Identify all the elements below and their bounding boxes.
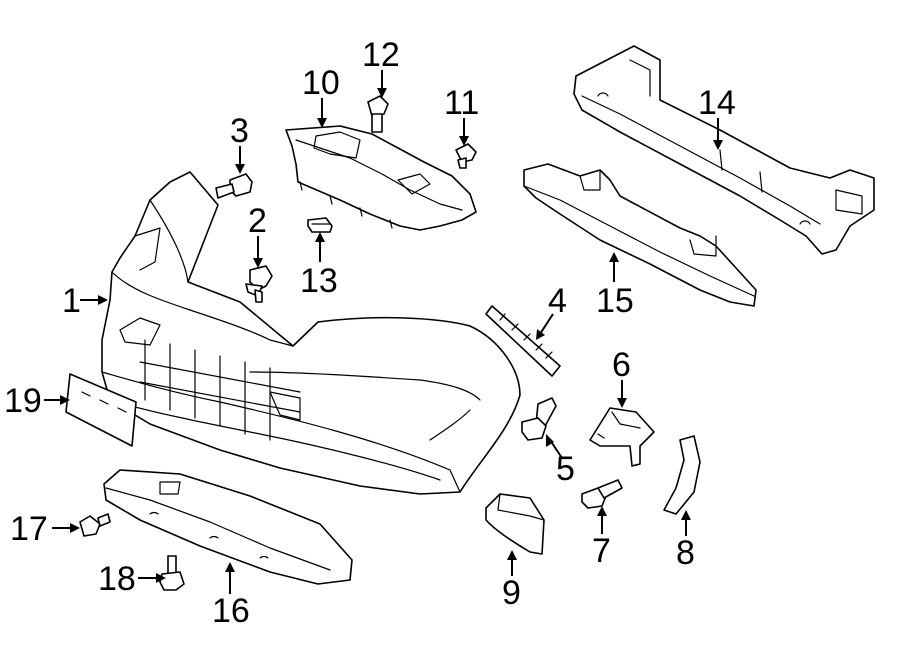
part-5-bolt xyxy=(521,397,557,441)
callout-18: 18 xyxy=(98,560,136,598)
arrowhead-17 xyxy=(70,523,80,533)
part-13-pad xyxy=(307,217,333,233)
callout-numbers: 1 2 3 4 5 6 7 8 9 10 11 12 13 14 15 16 1… xyxy=(4,36,736,630)
arrowhead-14 xyxy=(713,140,723,150)
callout-3: 3 xyxy=(230,112,249,150)
callout-11: 11 xyxy=(444,84,479,122)
part-12-bolt xyxy=(367,95,389,133)
arrowhead-2 xyxy=(253,258,263,268)
arrowhead-5 xyxy=(546,434,554,447)
part-11-push-clip xyxy=(455,143,477,169)
part-1-bumper-cover xyxy=(101,171,521,495)
part-17-push-clip xyxy=(79,513,111,537)
callout-2: 2 xyxy=(248,202,267,240)
part-8-bracket xyxy=(663,435,701,515)
part-2-push-clip xyxy=(245,265,273,303)
arrowhead-19 xyxy=(60,395,70,405)
arrowhead-6 xyxy=(617,398,627,408)
arrowhead-11 xyxy=(459,136,469,146)
part-15-energy-absorber xyxy=(523,163,757,307)
arrowhead-13 xyxy=(315,232,325,242)
arrowhead-18 xyxy=(156,573,166,583)
callout-16: 16 xyxy=(212,592,250,630)
callout-1: 1 xyxy=(62,282,81,320)
callout-6: 6 xyxy=(612,346,631,384)
callout-9: 9 xyxy=(502,574,521,612)
callout-17: 17 xyxy=(10,510,48,548)
callout-13: 13 xyxy=(300,262,338,300)
arrowhead-10 xyxy=(317,118,327,128)
callout-5: 5 xyxy=(556,450,575,488)
arrowhead-9 xyxy=(507,550,517,560)
callout-7: 7 xyxy=(592,532,611,570)
arrowheads xyxy=(60,88,723,583)
part-18-bolt xyxy=(159,555,185,591)
part-7-bolt xyxy=(581,479,623,509)
arrowhead-3 xyxy=(235,164,245,174)
arrowhead-4 xyxy=(536,329,545,340)
callout-14: 14 xyxy=(698,84,736,122)
part-14-reinforcement-bar xyxy=(573,45,875,255)
part-9-corner-cover xyxy=(485,493,545,555)
part-10-upper-deflector xyxy=(285,125,477,231)
callout-19: 19 xyxy=(4,382,42,420)
arrowhead-12 xyxy=(377,88,387,98)
arrowhead-15 xyxy=(609,252,619,262)
part-6-mounting-bracket xyxy=(589,407,655,467)
callout-15: 15 xyxy=(596,282,634,320)
arrowhead-1 xyxy=(98,295,108,305)
part-4-side-bracket xyxy=(485,305,561,377)
part-16-lower-deflector xyxy=(103,469,353,585)
callout-12: 12 xyxy=(362,36,400,74)
part-3-bolt xyxy=(215,173,253,199)
callout-4: 4 xyxy=(548,282,567,320)
arrowhead-7 xyxy=(597,506,607,516)
callout-8: 8 xyxy=(676,534,695,572)
arrowhead-16 xyxy=(225,562,235,572)
callout-10: 10 xyxy=(302,64,340,102)
arrowhead-8 xyxy=(681,510,691,520)
